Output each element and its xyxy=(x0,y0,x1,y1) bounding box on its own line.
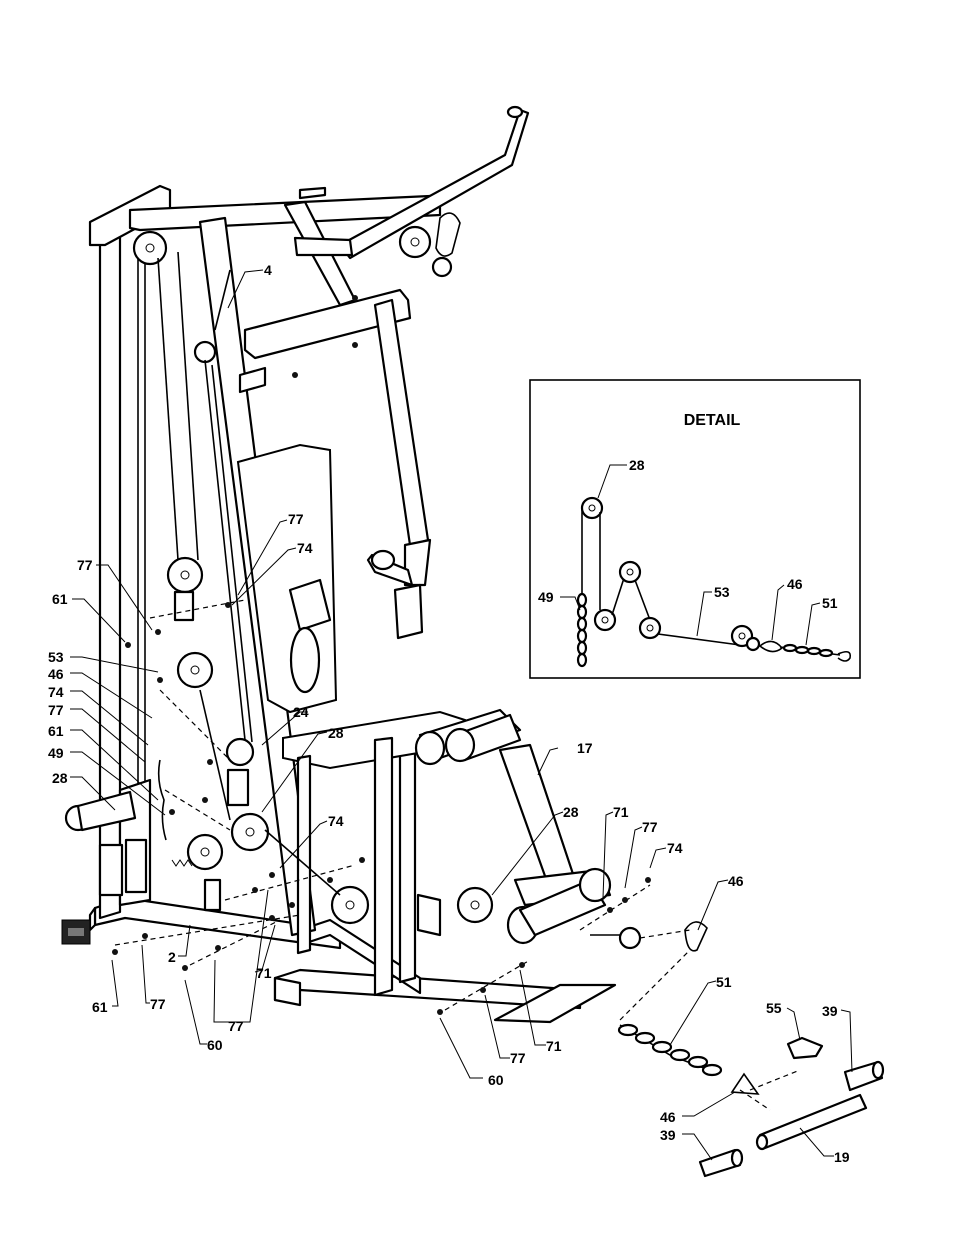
callout-71: 71 xyxy=(546,1038,562,1054)
pulley-g xyxy=(456,886,494,924)
callout-74: 74 xyxy=(328,813,344,829)
top-pulley-right xyxy=(398,225,432,259)
accessories xyxy=(617,921,885,1178)
callout-4: 4 xyxy=(264,262,272,278)
pulley-d xyxy=(186,833,224,871)
main-frame xyxy=(61,105,642,1024)
callout-49: 49 xyxy=(48,745,64,761)
callout-55: 55 xyxy=(766,1000,782,1016)
detail-callout-53: 53 xyxy=(714,584,730,600)
detail-callout-51: 51 xyxy=(822,595,838,611)
callout-2: 2 xyxy=(168,949,176,965)
callout-77: 77 xyxy=(510,1050,526,1066)
callout-51: 51 xyxy=(716,974,732,990)
bar-19 xyxy=(758,1093,868,1150)
press-arm-crossbar xyxy=(243,288,412,360)
detail-callout-46: 46 xyxy=(787,576,803,592)
callout-60: 60 xyxy=(488,1072,504,1088)
pulley-e xyxy=(230,812,270,852)
fasteners xyxy=(112,295,801,1111)
weight-stack-lower-left xyxy=(98,843,124,897)
callout-46: 46 xyxy=(48,666,64,682)
callout-74: 74 xyxy=(297,540,313,556)
callout-61: 61 xyxy=(48,723,64,739)
pulley-c xyxy=(225,737,255,767)
callout-leaders xyxy=(70,269,853,1161)
pulley-b xyxy=(176,651,214,689)
pulley-a xyxy=(166,556,204,594)
clip-55 xyxy=(786,1036,824,1060)
detail-callout-49: 49 xyxy=(538,589,554,605)
pulley-f xyxy=(330,885,370,925)
triangle-46 xyxy=(730,1072,760,1095)
callout-74: 74 xyxy=(667,840,683,856)
callout-77: 77 xyxy=(48,702,64,718)
callout-53: 53 xyxy=(48,649,64,665)
top-carabiner xyxy=(435,212,461,257)
callout-28: 28 xyxy=(52,770,68,786)
detail-inset: DETAIL xyxy=(529,379,861,679)
callout-77: 77 xyxy=(228,1018,244,1034)
callout-71: 71 xyxy=(256,965,272,981)
top-ball-stop xyxy=(431,256,453,278)
callout-71: 71 xyxy=(613,804,629,820)
high-pulley-arm xyxy=(338,108,530,260)
detail-title: DETAIL xyxy=(684,412,741,429)
callout-61: 61 xyxy=(52,591,68,607)
callout-28: 28 xyxy=(328,725,344,741)
top-pulley-left xyxy=(132,230,168,266)
callout-28: 28 xyxy=(563,804,579,820)
callout-77: 77 xyxy=(150,996,166,1012)
foot-plate xyxy=(493,983,617,1024)
leg-extension xyxy=(414,708,642,950)
backrest-pad xyxy=(236,443,338,714)
callout-60: 60 xyxy=(207,1037,223,1053)
callout-74: 74 xyxy=(48,684,64,700)
callout-77: 77 xyxy=(642,819,658,835)
callout-61: 61 xyxy=(92,999,108,1015)
callout-19: 19 xyxy=(834,1149,850,1165)
callout-39: 39 xyxy=(822,1003,838,1019)
callout-77: 77 xyxy=(77,557,93,573)
callout-labels: 4 77 74 77 61 53 46 74 77 61 49 28 24 28… xyxy=(48,262,850,1165)
callout-77: 77 xyxy=(288,511,304,527)
detail-callout-28: 28 xyxy=(629,457,645,473)
callout-17: 17 xyxy=(577,740,593,756)
stack-chain xyxy=(157,759,167,841)
callout-39: 39 xyxy=(660,1127,676,1143)
callout-46: 46 xyxy=(660,1109,676,1125)
callout-24: 24 xyxy=(293,704,309,720)
carabiner-46 xyxy=(684,921,708,952)
callout-46: 46 xyxy=(728,873,744,889)
